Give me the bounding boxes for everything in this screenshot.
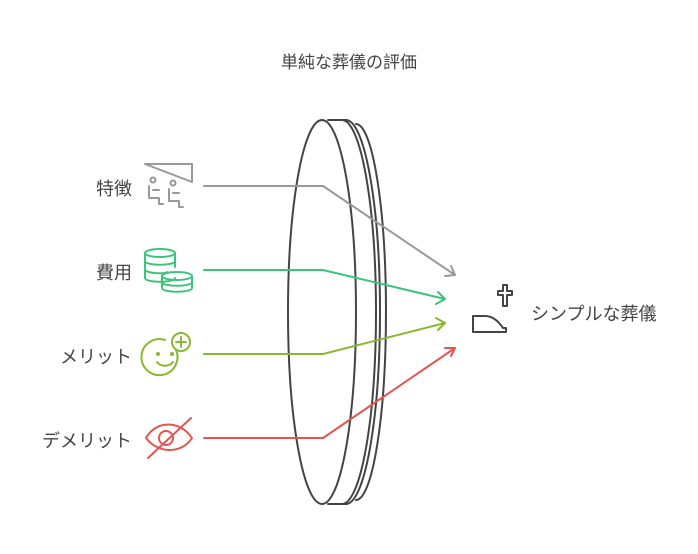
lens: [287, 119, 387, 505]
label-demerits: デメリット: [42, 431, 132, 452]
arrow-cost: [203, 269, 446, 305]
label-features: 特徴: [96, 179, 132, 200]
label-output: シンプルな葬儀: [531, 304, 657, 325]
smile-plus-icon: [140, 332, 191, 377]
label-cost: 費用: [96, 263, 132, 284]
label-merits: メリット: [60, 347, 132, 368]
arrow-demerits: [203, 347, 456, 439]
seats-icon: [144, 163, 193, 208]
eye-slash-icon: [145, 417, 193, 459]
diagram-title: 単純な葬儀の評価: [281, 53, 417, 73]
coffin-cross-icon: [472, 284, 513, 333]
arrow-merits: [203, 317, 446, 355]
coins-icon: [144, 248, 193, 293]
arrow-features: [203, 185, 456, 277]
